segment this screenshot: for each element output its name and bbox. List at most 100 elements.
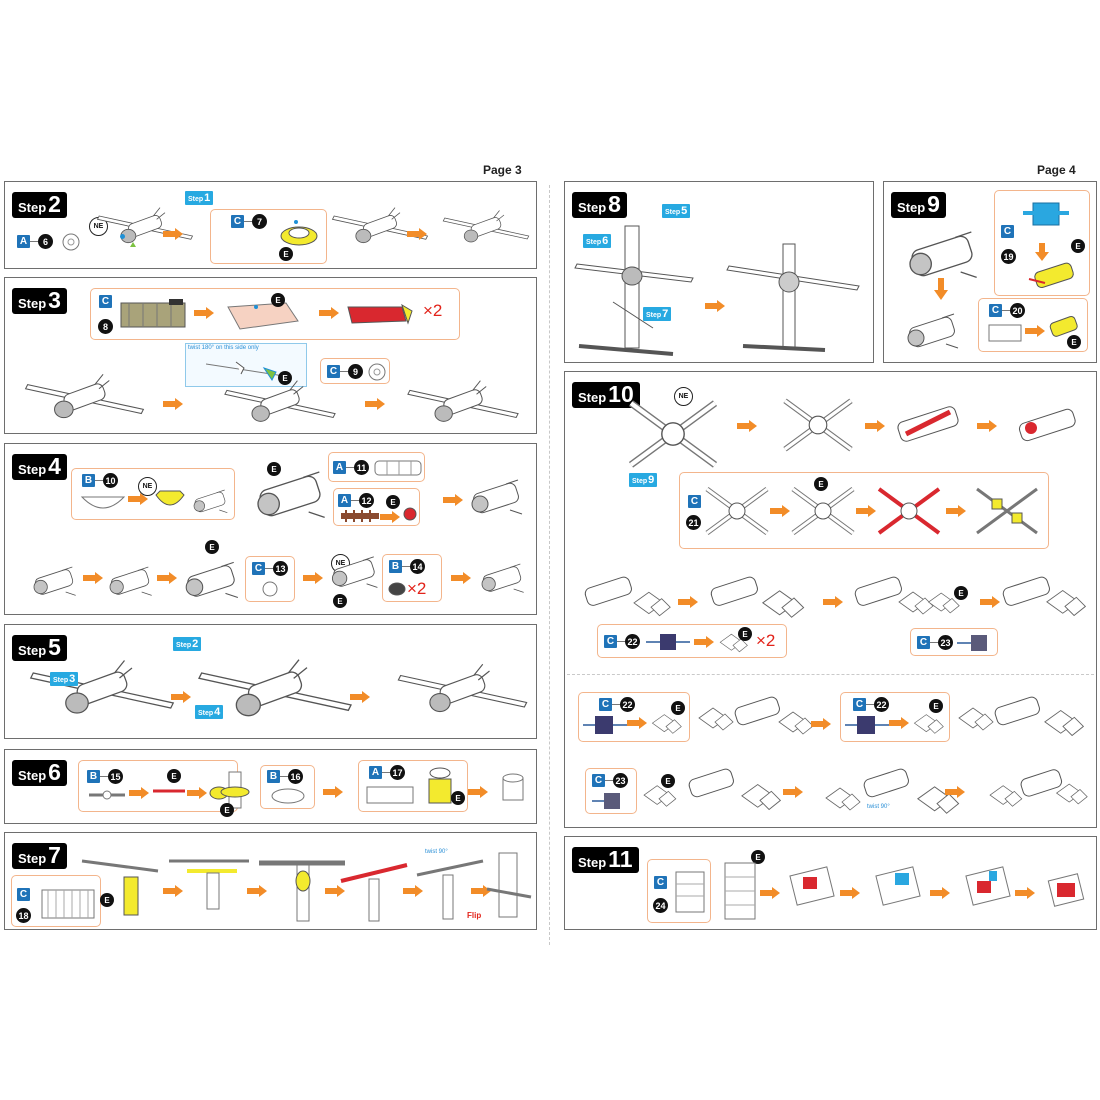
module-drawing-2 [902,312,962,352]
part-23-drawing [957,635,987,651]
part-22-drawing [646,634,690,650]
truss-drawing-2 [169,859,249,910]
panel-module-drawing-3 [854,576,960,615]
assembly-drawing [724,862,756,920]
twist-90-note: twist 90° [425,849,448,855]
callout-c21: C 21 E [679,472,1049,549]
module-drawing-5 [105,562,155,602]
panel-module-drawing-4 [1002,576,1086,616]
panel-module-drawing-2 [710,576,805,618]
truss-drawing-3 [259,860,345,922]
panel-module-drawing [584,576,671,617]
station-drawing-3 [395,647,530,731]
station-vertical-drawing-2 [726,243,860,352]
station-solar-drawing-3 [643,768,781,810]
module-drawing-4 [29,562,79,602]
part-15-drawing [89,790,125,800]
module-drawing [220,771,250,809]
module-drawing [902,226,982,286]
assembly-drawing-4 [965,866,1011,906]
red-cross-drawing [877,487,941,535]
part-12-drawing [341,510,379,522]
twist-detail: twist 180° on this side only [185,343,307,387]
next-arrow [163,228,183,240]
yellow-part-drawing [155,490,185,506]
station-solar-drawing-5 [989,769,1088,807]
e-marker: E [279,247,293,261]
station-drawing-2 [195,643,355,735]
assembly-drawing-2 [789,866,835,906]
callout-c19: C 19 E [994,190,1090,296]
station-solar-drawing-2 [958,696,1084,736]
cross-module-drawing [621,392,725,476]
truss-drawing [81,859,159,916]
part-17-drawing [366,786,414,804]
module-drawing-8 [477,558,527,600]
callout-c24: C 24 [647,859,711,923]
station-drawing [95,186,195,266]
yellow-module-drawing [1028,262,1074,288]
module-drawing-6 [180,558,242,604]
down-arrow [934,278,948,300]
cross-module-drawing-2 [775,392,861,458]
page-number-left: Page 3 [483,163,522,177]
module-drawing [190,482,230,522]
yellow-cylinder-drawing [428,767,452,804]
assembly-drawing-3 [875,866,921,906]
part-11-drawing [374,460,422,476]
truss-drawing-4 [340,863,408,922]
station-drawing-3 [441,192,531,262]
part-16-drawing [271,788,305,804]
callout-c8: C 8 E ×2 [90,288,460,340]
part-6-drawing [62,233,80,251]
callout-c18: C 18 [11,875,101,927]
station-drawing [27,643,177,733]
part-19-drawing [1023,202,1069,226]
yellow-cross-drawing [976,487,1038,535]
station-drawing-3 [397,373,529,431]
part-21-drawing [702,481,772,541]
red-panel-drawing [347,303,413,325]
assembly-drawing-5 [1047,873,1085,907]
red-module-drawing [897,406,959,442]
module-drawing-3 [465,478,527,518]
part-8-drawing [120,299,186,328]
module-drawing-2 [250,466,330,526]
cylinder-drawing [502,773,524,801]
station-drawing [17,366,152,428]
twist-90-note-2: twist 90° [867,804,890,810]
truss-drawing-5 [416,859,484,920]
step-10-separator [567,674,1094,675]
